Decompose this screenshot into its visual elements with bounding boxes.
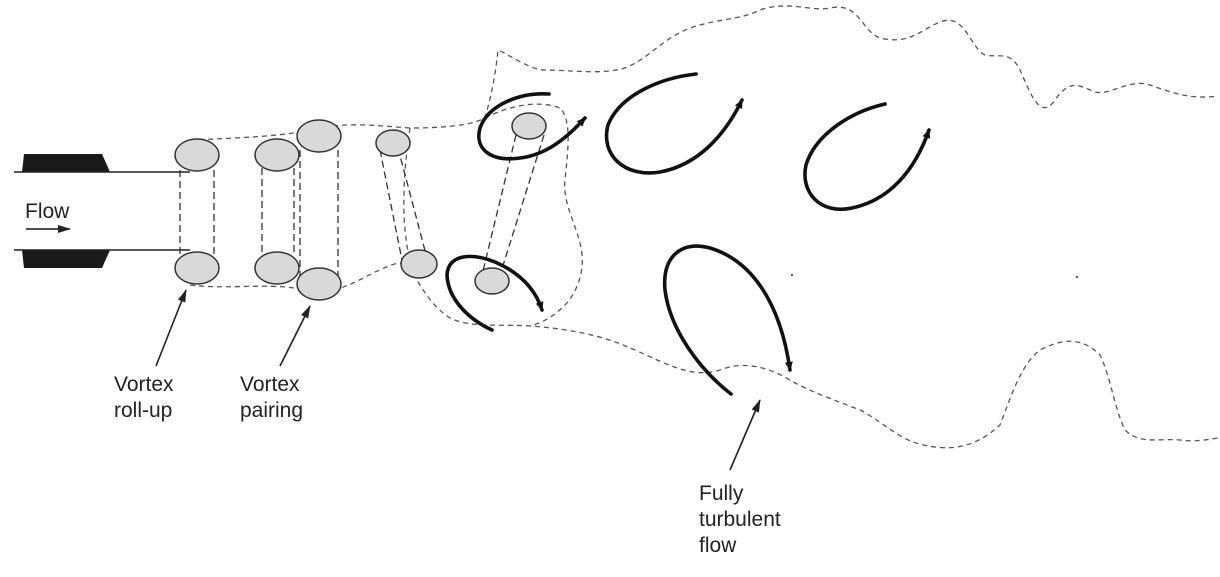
eddy-lower-large	[665, 246, 790, 394]
vortex-core	[376, 130, 410, 156]
vortex-cores	[175, 113, 546, 300]
vortex-pairing-line-1: Vortex	[240, 372, 303, 398]
vortex-pairing-label: Vortex pairing	[240, 372, 303, 424]
vortex-pairing-line-2: pairing	[240, 398, 303, 424]
vortex-rollup-line-1: Vortex	[114, 372, 174, 398]
vortex-core	[475, 268, 509, 294]
pointer-fully-turbulent	[730, 400, 760, 470]
vortex-core	[175, 252, 219, 284]
fully-turbulent-label: Fully turbulent flow	[699, 481, 781, 559]
jet-upper-boundary	[190, 6, 1218, 140]
vortex-core	[512, 113, 546, 139]
vortex-core	[175, 139, 219, 171]
nozzle-lower-wall	[22, 250, 110, 268]
vortex-rollup-line-2: roll-up	[114, 398, 174, 424]
fully-turbulent-line-1: Fully	[699, 481, 781, 507]
speck	[1076, 276, 1078, 278]
eddy-upper-right	[805, 104, 929, 209]
vortex-core	[401, 250, 437, 278]
flow-label: Flow	[25, 199, 69, 225]
speck	[791, 274, 793, 276]
vortex-core	[297, 120, 341, 152]
vortex-core	[255, 139, 299, 171]
pointer-vortex-rollup	[156, 290, 186, 366]
vortex-core	[297, 268, 341, 300]
fully-turbulent-line-3: flow	[699, 533, 781, 559]
vortex-rollup-label: Vortex roll-up	[114, 372, 174, 424]
nozzle-upper-wall	[22, 154, 110, 172]
pointer-vortex-pairing	[280, 306, 310, 366]
vortex-core	[255, 252, 299, 284]
fully-turbulent-line-2: turbulent	[699, 507, 781, 533]
eddy-upper-middle	[607, 74, 742, 173]
flow-label-text: Flow	[25, 199, 69, 225]
jet-lower-boundary	[190, 263, 1218, 448]
